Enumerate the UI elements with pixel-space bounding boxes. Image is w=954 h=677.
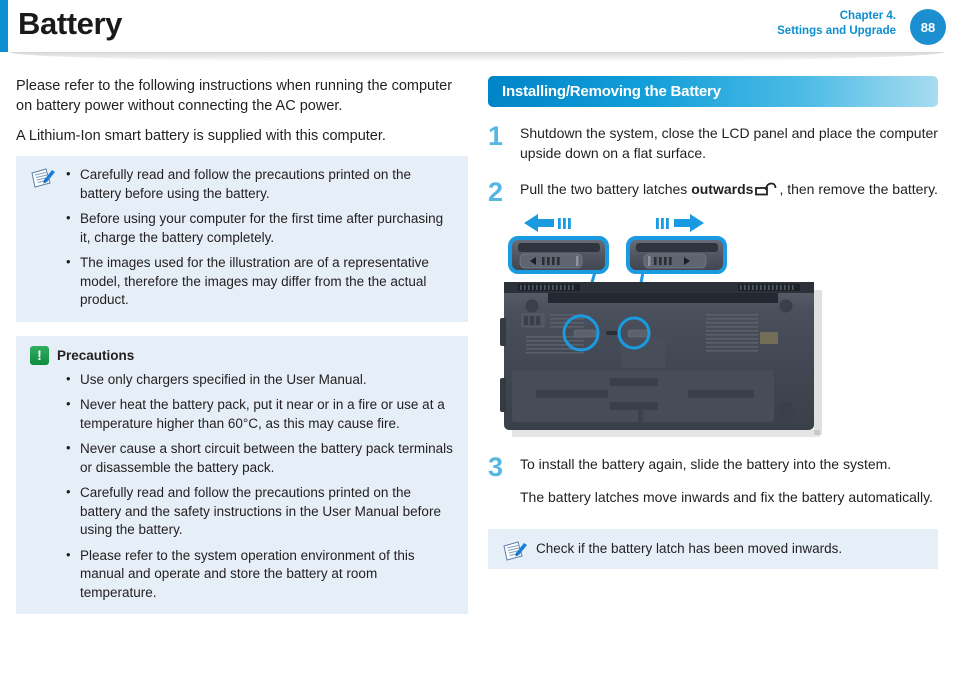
intro-paragraph-1: Please refer to the following instructio… [16,78,453,114]
section-title: Installing/Removing the Battery [502,83,721,100]
step-number: 3 [488,452,504,482]
page-title: Battery [18,6,123,41]
step-3: 3 To install the battery again, slide th… [488,452,938,507]
step-number: 2 [488,177,504,207]
list-item: Never cause a short circuit between the … [64,439,454,477]
check-note-text: Check if the battery latch has been move… [536,541,843,556]
step-text-before: Pull the two battery latches [520,181,692,197]
list-item: Carefully read and follow the precaution… [64,483,454,540]
step-1: 1 Shutdown the system, close the LCD pan… [488,121,938,163]
note-box: Carefully read and follow the precaution… [16,156,468,322]
list-item: Before using your computer for the first… [64,209,454,247]
precautions-header: ! Precautions [30,345,454,365]
list-item: The images used for the illustration are… [64,253,454,310]
list-item: Use only chargers specified in the User … [64,370,454,390]
note-pen-icon [30,167,56,189]
header-accent-bar [0,0,8,52]
step-number: 1 [488,121,504,151]
step-text: Pull the two battery latches outwards , t… [520,180,938,202]
intro-paragraph-2: A Lithium-Ion smart battery is supplied … [16,128,386,144]
step-body: Shutdown the system, close the LCD panel… [520,124,938,163]
arrow-right-icon [656,214,704,232]
precautions-box: ! Precautions Use only chargers specifie… [16,335,468,614]
open-padlock-icon [755,182,777,202]
list-item: Never heat the battery pack, put it near… [64,395,454,433]
precautions-bullet-list: Use only chargers specified in the User … [30,370,454,603]
chapter-number: Chapter 4. [839,10,896,22]
chapter-label: Chapter 4. Settings and Upgrade [777,9,896,39]
step-text-after: , then remove the battery. [779,181,938,197]
section-header-bar: Installing/Removing the Battery [488,76,938,107]
arrow-left-icon [524,214,571,232]
step-text-secondary: The battery latches move inwards and fix… [520,488,933,505]
step-body: Pull the two battery latches outwards , t… [520,180,938,204]
list-item: Please refer to the system operation env… [64,546,454,603]
right-column: Installing/Removing the Battery 1 Shutdo… [488,76,938,569]
precautions-title: Precautions [57,347,135,363]
list-item: Carefully read and follow the precaution… [64,165,454,203]
page-number-badge: 88 [910,9,946,45]
step-text: Shutdown the system, close the LCD panel… [520,125,938,161]
page-header: Battery Chapter 4. Settings and Upgrade … [0,0,954,62]
note-bullet-list: Carefully read and follow the precaution… [64,165,454,310]
warning-exclamation-icon: ! [30,345,49,365]
step-2: 2 Pull the two battery latches outwards,… [488,177,938,207]
laptop-underside-illustration [488,210,938,438]
note-pen-icon [502,540,528,562]
step-body: To install the battery again, slide the … [520,455,938,507]
left-column: Please refer to the following instructio… [16,76,468,614]
step-emphasis-word: outwards [691,181,754,197]
step-text: To install the battery again, slide the … [520,456,892,472]
chapter-name: Settings and Upgrade [777,25,896,37]
header-shadow [10,52,944,62]
check-note-box: Check if the battery latch has been move… [488,529,938,569]
